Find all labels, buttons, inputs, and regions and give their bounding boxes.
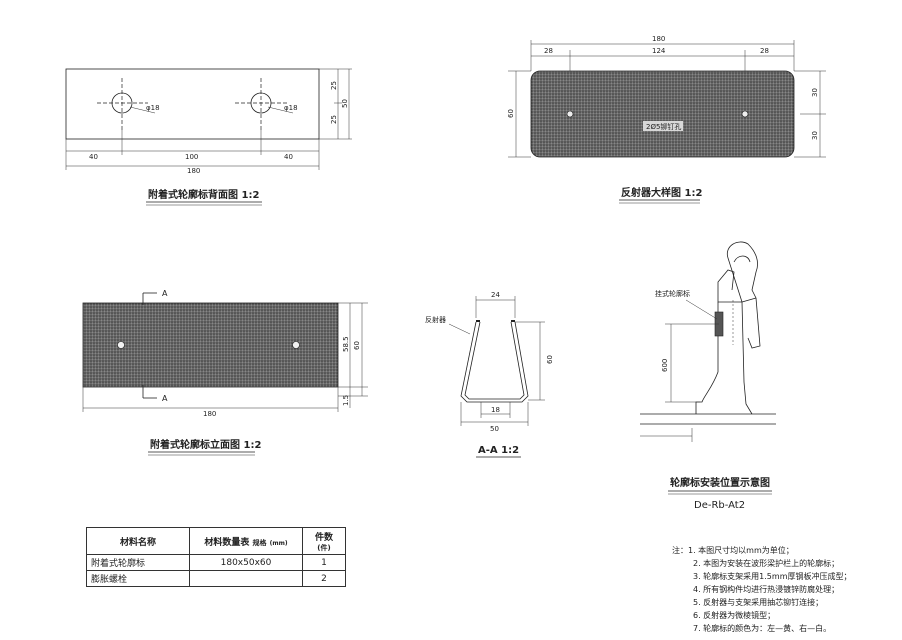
note-item: 2. 本图为安装在波形梁护栏上的轮廓标； xyxy=(693,559,840,568)
dim-refl-124: 124 xyxy=(652,47,666,55)
dim-back-100: 100 xyxy=(185,153,198,161)
dim-refl-30-bottom: 30 xyxy=(811,131,819,140)
dim-back-180: 180 xyxy=(187,167,200,175)
rivet-hole-left xyxy=(566,110,574,118)
dim-refl-180: 180 xyxy=(652,35,665,43)
dim-aa-24: 24 xyxy=(491,291,500,299)
hole-label-right: φ18 xyxy=(284,104,298,112)
front-view: A A 58.5 60 1.5 180 附着式轮廓标立面图 1:2 xyxy=(82,289,368,456)
row-material-name: 膨胀螺栓 xyxy=(86,570,190,587)
header-qty: 件数 (件) xyxy=(302,527,346,555)
dim-refl-28-left: 28 xyxy=(544,47,553,55)
dim-back-25-bottom: 25 xyxy=(330,115,338,124)
dim-front-60: 60 xyxy=(353,341,361,350)
section-mark-top: A xyxy=(162,289,168,298)
header-spec-title: 材料数量表 xyxy=(204,537,250,548)
rivet-hole-label: 2Ø5铆钉孔 xyxy=(646,122,681,131)
header-spec: 材料数量表 规格 (mm) xyxy=(189,527,303,555)
header-material-name: 材料名称 xyxy=(86,527,190,555)
header-qty-unit: (件) xyxy=(317,543,331,552)
row-qty: 2 xyxy=(302,570,346,587)
note-item: 3. 轮廓标支架采用1.5mm厚钢板冲压成型； xyxy=(693,572,852,581)
dim-refl-60: 60 xyxy=(507,109,515,118)
bracket-outer xyxy=(460,321,529,403)
dim-back-40-left: 40 xyxy=(89,153,98,161)
rivet-hole-right xyxy=(741,110,749,118)
back-view: φ18 φ18 25 25 50 40 100 40 180 附着式轮廓标背面图… xyxy=(65,68,352,206)
install-caption: 轮廓标安装位置示意图 xyxy=(670,476,770,489)
reflector-detail-caption: 反射器大样图 1:2 xyxy=(621,186,702,199)
reflector-callout: 反射器 xyxy=(425,315,446,324)
drawing-code: De-Rb-At2 xyxy=(694,500,745,511)
dim-install-600: 600 xyxy=(661,359,669,372)
header-spec-sub-a: 规格 xyxy=(252,538,267,547)
dim-front-180: 180 xyxy=(203,410,216,418)
dim-front-58-5: 58.5 xyxy=(342,336,350,352)
note-item: 7. 轮廓标的颜色为：左—黄、右—白。 xyxy=(693,624,832,633)
front-rivet-right xyxy=(292,341,300,349)
dim-aa-50: 50 xyxy=(490,425,499,433)
dim-aa-18: 18 xyxy=(491,406,500,414)
barrier-profile xyxy=(695,302,719,414)
notes-block: 注：1. 本图尺寸均以mm为单位； 2. 本图为安装在波形梁护栏上的轮廓标； 3… xyxy=(672,544,900,635)
dim-back-50: 50 xyxy=(341,99,349,108)
front-view-caption: 附着式轮廓标立面图 1:2 xyxy=(150,438,261,451)
material-quantity-table: 材料名称 材料数量表 规格 (mm) 件数 (件) 附着式轮廓标 180x50x… xyxy=(86,527,346,587)
dim-front-1-5: 1.5 xyxy=(342,395,350,406)
row-spec xyxy=(189,570,303,587)
section-mark-bottom: A xyxy=(162,394,168,403)
note-item: 6. 反射器为微棱镜型； xyxy=(693,611,776,620)
table-row: 附着式轮廓标 180x50x60 1 xyxy=(86,554,346,571)
dim-refl-28-right: 28 xyxy=(760,47,769,55)
section-aa-caption: A-A 1:2 xyxy=(478,445,519,456)
front-rivet-left xyxy=(117,341,125,349)
dim-back-25-top: 25 xyxy=(330,81,338,90)
mounting-hole-right xyxy=(250,92,272,114)
header-spec-sub-b: (mm) xyxy=(269,539,288,547)
row-spec: 180x50x60 xyxy=(189,554,303,571)
note-item: 5. 反射器与支架采用抽芯铆钉连接； xyxy=(693,598,824,607)
hole-label-left: φ18 xyxy=(146,104,160,112)
header-qty-title: 件数 xyxy=(314,532,333,543)
row-qty: 1 xyxy=(302,554,346,571)
dim-refl-30-top: 30 xyxy=(811,88,819,97)
install-schematic: 挂式轮廓标 600 轮廓标安装位置示意图 De-Rb-At2 xyxy=(640,241,776,511)
table-row: 膨胀螺栓 2 xyxy=(86,570,346,587)
back-view-caption: 附着式轮廓标背面图 1:2 xyxy=(148,188,259,201)
reflector-detail: 2Ø5铆钉孔 180 28 124 28 60 30 30 反射器大样图 1:2 xyxy=(507,35,826,204)
dim-aa-60: 60 xyxy=(546,355,554,364)
dim-back-40-right: 40 xyxy=(284,153,293,161)
section-aa: 反射器 24 60 18 50 A-A 1:2 xyxy=(425,291,554,458)
table-header-row: 材料名称 材料数量表 规格 (mm) 件数 (件) xyxy=(86,527,346,555)
mounting-hole-left xyxy=(111,92,133,114)
back-plate-outline xyxy=(65,68,320,140)
row-material-name: 附着式轮廓标 xyxy=(86,554,190,571)
guardrail-top xyxy=(726,241,758,303)
reflector-panel xyxy=(530,70,795,158)
notes-prefix: 注： xyxy=(672,546,688,555)
note-item: 1. 本图尺寸均以mm为单位； xyxy=(688,546,794,555)
install-marker-label: 挂式轮廓标 xyxy=(655,289,690,298)
bracket-inner xyxy=(464,321,525,400)
note-item: 4. 所有钢构件均进行热浸镀锌防腐处理； xyxy=(693,585,840,594)
